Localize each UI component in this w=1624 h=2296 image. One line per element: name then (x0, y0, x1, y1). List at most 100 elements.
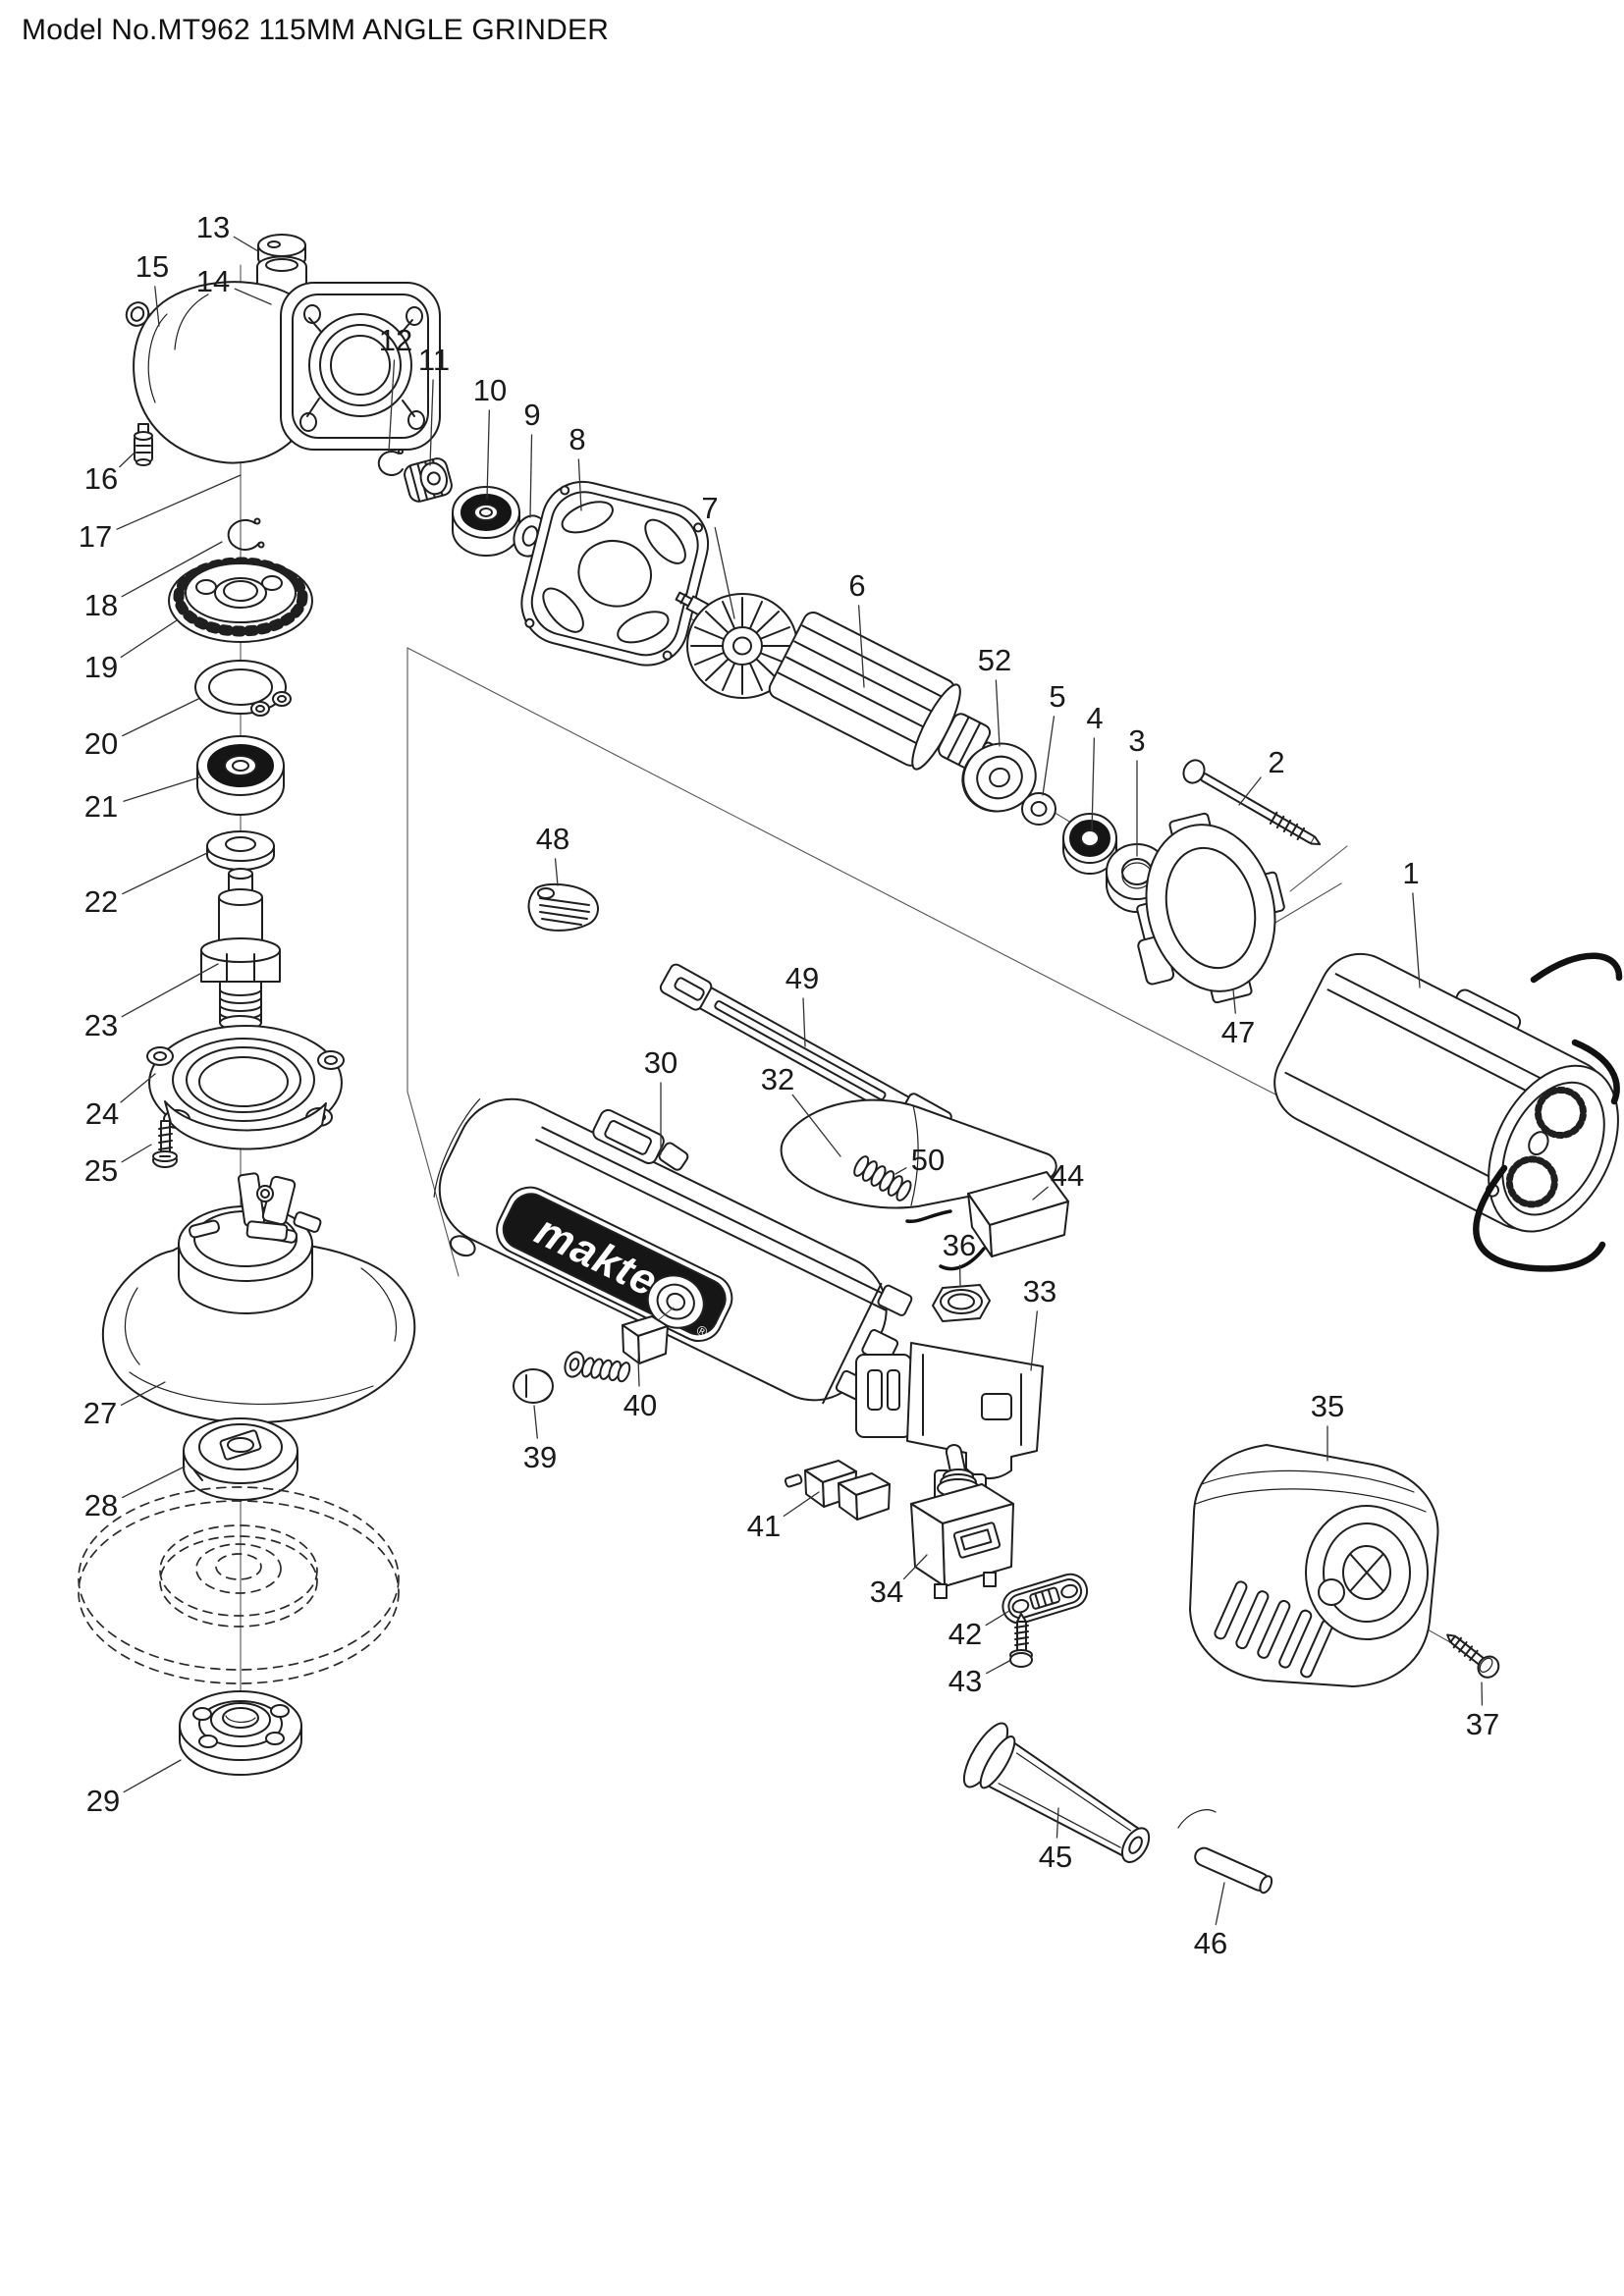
leader-line-5 (1042, 716, 1056, 796)
part-bevel-gear-19 (168, 557, 313, 643)
callout-number-47: 47 (1221, 1015, 1255, 1049)
callout-number-30: 30 (644, 1045, 677, 1080)
callout-number-22: 22 (84, 884, 118, 919)
callout-number-41: 41 (747, 1509, 781, 1543)
part-circlip-12 (377, 449, 404, 476)
callout-number-40: 40 (623, 1388, 657, 1422)
part-field-1 (1273, 952, 1623, 1272)
callout-number-34: 34 (870, 1575, 903, 1609)
callout-number-4: 4 (1086, 701, 1103, 735)
part-capacitor-44 (905, 1171, 1069, 1271)
leader-line-27 (120, 1381, 166, 1406)
part-pin-16 (134, 423, 153, 466)
leader-line-33 (1030, 1310, 1038, 1371)
leader-line-2 (1238, 776, 1262, 806)
callout-number-32: 32 (761, 1062, 794, 1096)
leader-line-43 (986, 1660, 1010, 1675)
leader-line-47 (1232, 988, 1236, 1014)
grinding-wheel-dashed (78, 1486, 400, 1684)
callout-number-24: 24 (85, 1096, 119, 1131)
part-fan-7 (675, 591, 798, 699)
part-bearing-box-24 (146, 1025, 345, 1150)
callout-number-3: 3 (1128, 723, 1145, 758)
part-circlip-18 (227, 517, 265, 551)
part-lock-ring-20 (194, 660, 292, 717)
leader-line-49 (802, 997, 806, 1047)
callout-number-29: 29 (86, 1784, 120, 1818)
part-spring-50 (853, 1155, 912, 1201)
callout-number-25: 25 (84, 1153, 118, 1188)
callout-number-28: 28 (84, 1488, 118, 1522)
leader-line-24 (120, 1073, 156, 1103)
leader-line-17 (116, 474, 242, 530)
leader-line-28 (122, 1466, 186, 1499)
callout-number-2: 2 (1268, 745, 1284, 779)
leader-line-15 (154, 286, 160, 327)
part-pinion-gear-11 (404, 457, 453, 503)
part-bearing-10 (452, 486, 520, 557)
leader-line-23 (121, 963, 219, 1018)
leader-line-10 (486, 409, 490, 500)
part-screw-25 (152, 1120, 178, 1168)
leader-line-22 (122, 851, 210, 895)
callout-number-18: 18 (84, 588, 118, 622)
part-lock-nut-29 (179, 1690, 302, 1776)
callout-number-52: 52 (978, 643, 1011, 677)
callout-number-46: 46 (1194, 1926, 1227, 1960)
leader-line-44 (1032, 1186, 1049, 1201)
leader-line-1 (1412, 892, 1421, 988)
guard-clamp-lever (237, 1172, 322, 1242)
callout-number-44: 44 (1051, 1158, 1084, 1193)
callout-number-23: 23 (84, 1008, 118, 1042)
callout-number-48: 48 (536, 822, 569, 856)
callout-number-8: 8 (568, 422, 585, 456)
part-switch-holder-33 (855, 1342, 1044, 1524)
callout-number-1: 1 (1402, 856, 1419, 890)
leader-line-34 (902, 1554, 928, 1580)
callout-number-37: 37 (1466, 1707, 1499, 1741)
callout-number-27: 27 (83, 1396, 117, 1430)
callout-number-39: 39 (523, 1440, 557, 1474)
callout-number-43: 43 (948, 1664, 982, 1698)
callout-number-11: 11 (418, 343, 450, 377)
callout-layer: 1314151617181920212223242527282912111098… (79, 210, 1499, 1960)
leader-line-41 (783, 1491, 820, 1518)
callout-number-5: 5 (1049, 679, 1065, 714)
leader-line-32 (791, 1094, 841, 1157)
part-spindle-23 (200, 868, 281, 1031)
leader-line-6 (857, 605, 865, 688)
part-washer-5 (1021, 792, 1056, 826)
leader-line-4 (1091, 737, 1096, 831)
part-inner-flange-28 (183, 1417, 298, 1501)
leader-line-11 (429, 379, 434, 466)
part-connector-41 (784, 1460, 891, 1521)
callout-number-33: 33 (1023, 1274, 1056, 1308)
leader-line-50 (894, 1167, 907, 1175)
leader-line-40 (637, 1358, 640, 1387)
leader-line-16 (119, 453, 135, 468)
leader-line-45 (1056, 1807, 1059, 1839)
callout-number-6: 6 (848, 568, 865, 603)
leader-line-8 (577, 458, 582, 511)
callout-number-49: 49 (785, 961, 819, 995)
callout-number-21: 21 (84, 789, 118, 824)
page-title: Model No.MT962 115MM ANGLE GRINDER (22, 14, 610, 46)
part-bearing-21 (196, 735, 285, 816)
callout-number-14: 14 (196, 264, 230, 298)
callout-number-42: 42 (948, 1617, 982, 1651)
leader-line-29 (123, 1759, 182, 1793)
part-side-handle-45 (962, 1722, 1151, 1863)
part-pin-46 (1177, 1809, 1273, 1895)
callout-number-15: 15 (135, 249, 169, 284)
part-washer-22 (206, 830, 275, 871)
part-switch-34 (910, 1444, 1014, 1599)
part-bearing-box-47 (1136, 812, 1285, 1004)
callout-number-19: 19 (84, 650, 118, 684)
callout-number-20: 20 (84, 726, 118, 761)
part-carbon-brush-40 (564, 1315, 669, 1383)
leader-line-18 (121, 541, 223, 598)
part-bearing-4 (1062, 813, 1117, 875)
callout-number-16: 16 (84, 461, 118, 496)
part-motor-housing-30: maktec ® (433, 1097, 913, 1405)
